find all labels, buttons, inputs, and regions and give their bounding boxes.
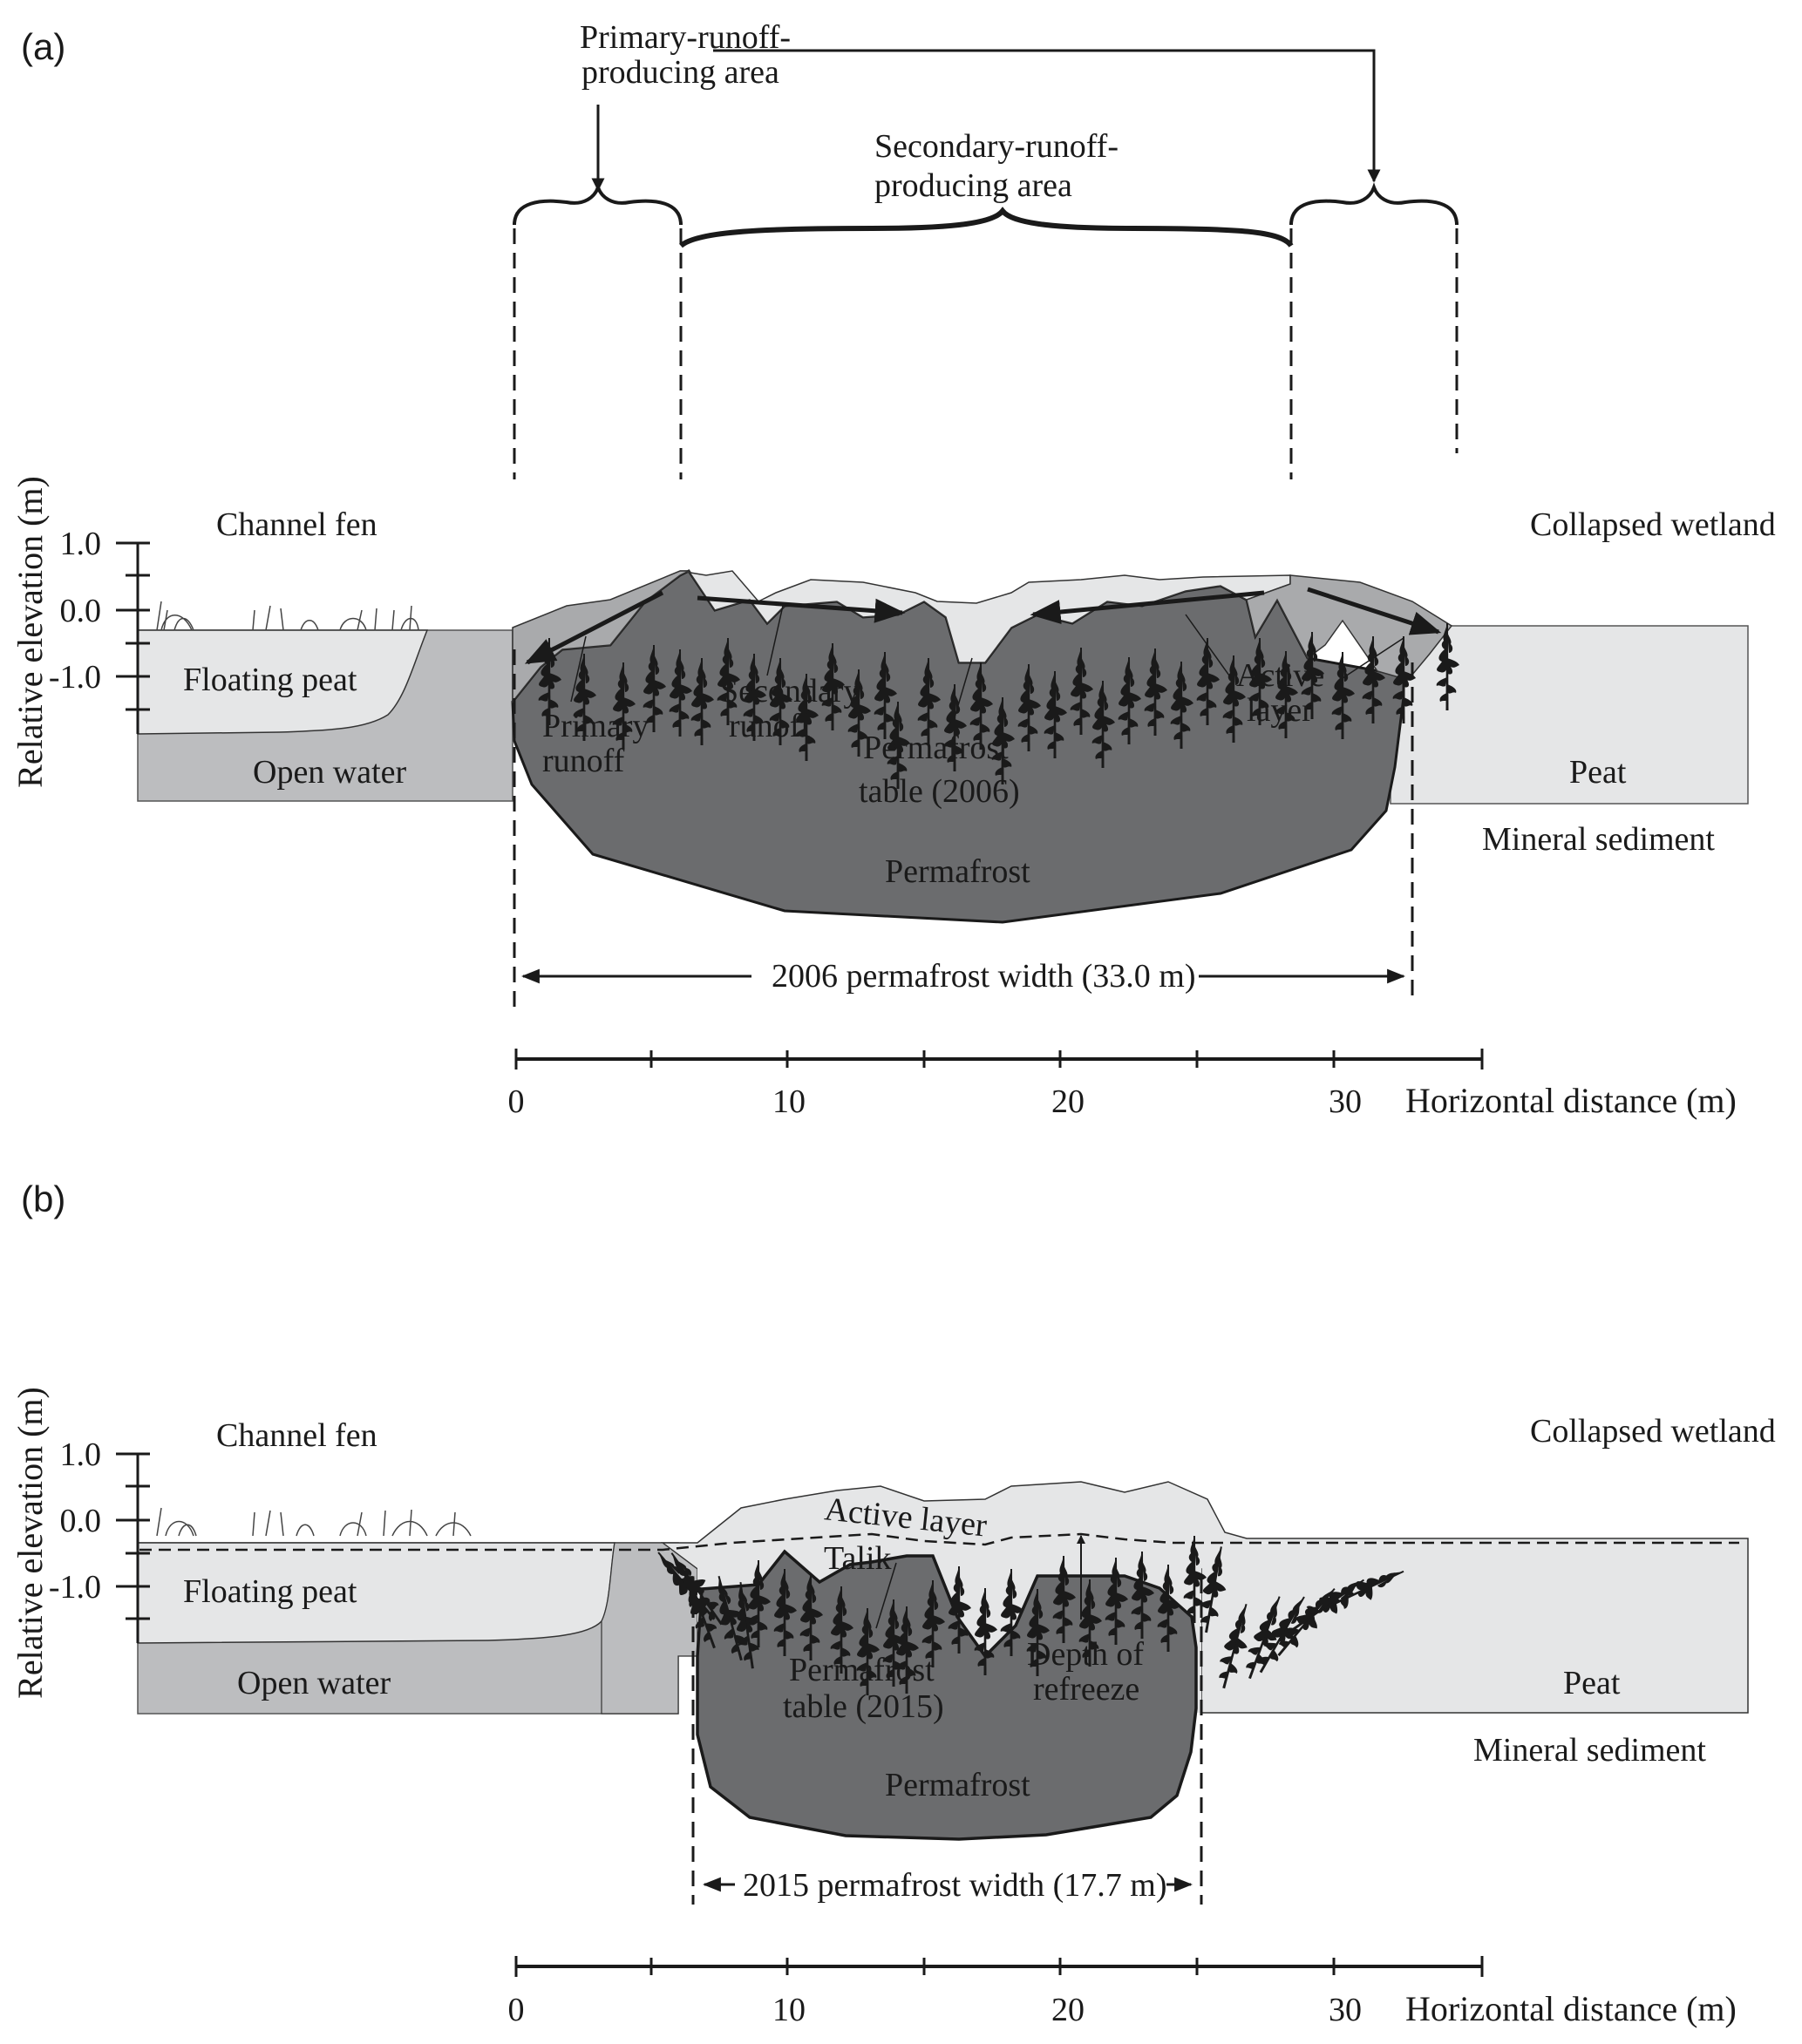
leader-lines-a	[570, 605, 1404, 733]
label-secondary-area-2: producing area	[874, 167, 1072, 204]
y-tick-b-1: 1.0	[60, 1436, 102, 1473]
x-axis-a	[514, 1049, 1484, 1070]
secondary-runoff-arrow-right	[697, 595, 906, 623]
x-axis-title-a: Horizontal distance (m)	[1405, 1081, 1737, 1120]
label-peat-b: Peat	[1563, 1665, 1621, 1701]
label-active-layer-a-2: layer	[1247, 692, 1313, 729]
label-peat-a: Peat	[1569, 754, 1627, 791]
label-collapsed-wetland-a: Collapsed wetland	[1530, 506, 1776, 543]
dashed-boundaries-a	[513, 228, 1459, 1011]
peat-region-b	[660, 1481, 1749, 1714]
label-open-water-a: Open water	[253, 754, 407, 791]
y-axis-a	[116, 541, 150, 734]
label-primary-runoff-1: Primary	[542, 708, 649, 744]
label-width-2006: 2006 permafrost width (33.0 m)	[772, 958, 1196, 995]
label-secondary-area-1: Secondary-runoff-	[874, 128, 1119, 165]
label-primary-area-1: Primary-runoff-	[580, 19, 791, 56]
grass-icon	[156, 601, 419, 631]
primary-brace-left	[513, 182, 683, 226]
peat-region	[1390, 625, 1749, 805]
label-floating-peat-a: Floating peat	[183, 662, 357, 698]
panel-b: (b)	[10, 1178, 1776, 2028]
x-tick-a-20: 20	[1051, 1083, 1085, 1120]
x-tick-a-30: 30	[1329, 1083, 1362, 1120]
y-tick-a-1: 1.0	[60, 526, 102, 562]
label-active-layer-a-1: Active	[1236, 657, 1324, 694]
dashed-boundaries-b	[691, 1578, 1203, 1905]
x-axis-title-b: Horizontal distance (m)	[1405, 1989, 1737, 2028]
label-floating-peat-b: Floating peat	[183, 1573, 357, 1610]
label-primary-runoff-2: runoff	[542, 743, 625, 779]
label-permafrost-a: Permafrost	[885, 853, 1030, 890]
x-tick-b-20: 20	[1051, 1992, 1085, 2028]
secondary-runoff-arrow-left	[1030, 590, 1265, 624]
label-channel-fen-b: Channel fen	[216, 1417, 377, 1454]
x-tick-b-10: 10	[772, 1992, 806, 2028]
y-axis-b	[116, 1452, 150, 1643]
y-tick-b-0: 0.0	[60, 1503, 102, 1539]
floating-peat-region	[137, 629, 429, 735]
y-axis-title-a: Relative elevation (m)	[10, 476, 50, 788]
panel-a: (a)	[10, 19, 1776, 1120]
label-permafrost-table-b-1: Permafrost	[789, 1652, 935, 1688]
primary-runoff-arrow-left	[524, 590, 664, 665]
label-collapsed-wetland-b: Collapsed wetland	[1530, 1413, 1776, 1450]
label-mineral-sediment-a: Mineral sediment	[1482, 821, 1715, 858]
panel-b-label: (b)	[21, 1178, 65, 1219]
label-width-2015: 2015 permafrost width (17.7 m)	[743, 1867, 1167, 1904]
x-axis-b	[514, 1956, 1484, 1977]
label-depth-of-refreeze-1: Depth of	[1027, 1636, 1144, 1673]
leader-lines-b	[875, 1535, 1085, 1629]
x-tick-b-0: 0	[508, 1992, 525, 2028]
active-layer-left	[512, 570, 690, 704]
primary-brace-right	[1289, 182, 1459, 226]
primary-area-pointers	[591, 49, 1381, 192]
label-permafrost-b: Permafrost	[885, 1767, 1030, 1803]
label-permafrost-table-a-1: Permafrost	[863, 730, 1009, 766]
label-primary-area-2: producing area	[581, 54, 779, 91]
label-permafrost-table-b-2: table (2015)	[783, 1688, 944, 1725]
x-tick-b-30: 30	[1329, 1992, 1362, 2028]
label-secondary-runoff-1: Secondary	[720, 673, 860, 710]
y-tick-a-0: 0.0	[60, 593, 102, 629]
y-axis-title-b: Relative elevation (m)	[10, 1387, 50, 1699]
label-permafrost-table-a-2: table (2006)	[859, 773, 1020, 810]
y-tick-a-neg1: -1.0	[49, 659, 101, 696]
y-tick-b-neg1: -1.0	[49, 1569, 101, 1606]
x-tick-a-10: 10	[772, 1083, 806, 1120]
runoff-arrows	[524, 587, 1442, 665]
secondary-brace	[679, 207, 1294, 248]
label-channel-fen-a: Channel fen	[216, 506, 377, 543]
x-tick-a-0: 0	[508, 1083, 525, 1120]
label-secondary-runoff-2: runoff	[729, 708, 812, 744]
label-talik: Talik	[824, 1540, 892, 1577]
primary-runoff-arrow-right	[1307, 587, 1442, 635]
panel-a-label: (a)	[21, 26, 65, 67]
label-mineral-sediment-b: Mineral sediment	[1473, 1732, 1706, 1769]
grass-icon	[156, 1507, 472, 1537]
label-open-water-b: Open water	[237, 1665, 391, 1701]
label-depth-of-refreeze-2: refreeze	[1033, 1671, 1139, 1708]
refreeze-dashed-line	[139, 1532, 1739, 1552]
